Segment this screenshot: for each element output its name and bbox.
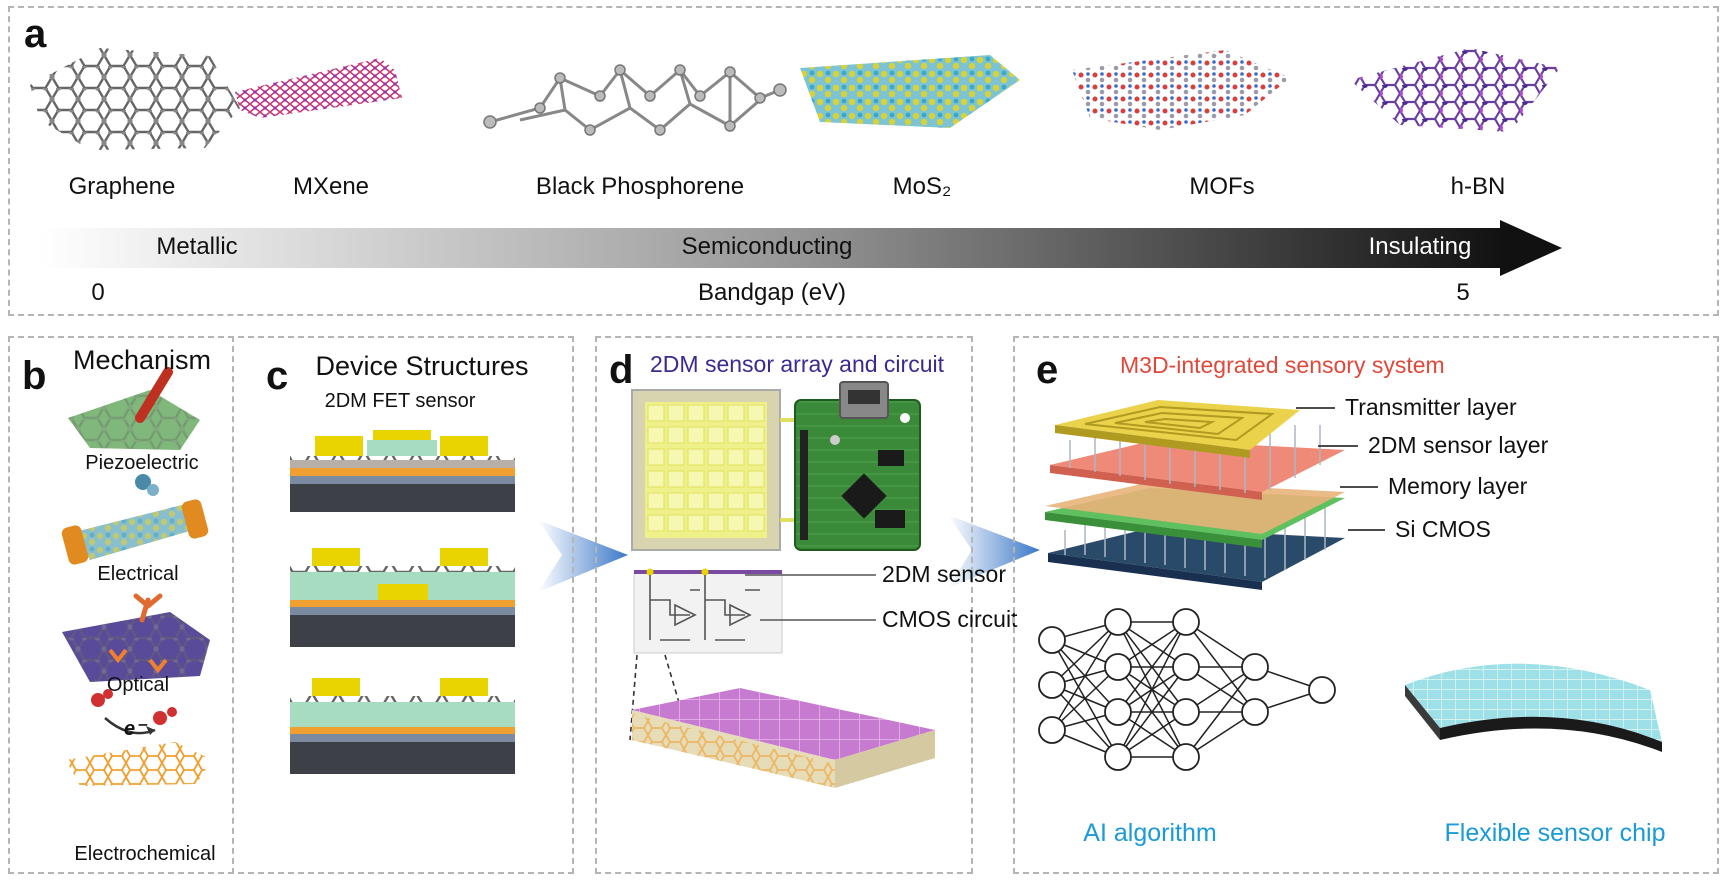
material-label-mxene: MXene [292,173,370,200]
chevron-arrow-c-to-d [538,520,628,592]
axis-title-bandgap: Bandgap (eV) [697,279,847,306]
panel-bc-divider [232,336,234,874]
callout-cmos-circuit: CMOS circuit [882,606,1018,632]
circuit-board [794,381,921,551]
panel-a [8,6,1719,316]
device-structures-title: Device Structures [315,351,529,381]
black-phosphorene-structure-icon [483,64,787,136]
panel-c-label: c [266,354,289,398]
electrochemical-icon [66,689,212,786]
fet-sensor-subtitle: 2DM FET sensor [324,390,476,412]
hbn-structure-icon [1350,48,1560,132]
panel-e [1013,336,1719,874]
caption-flexible-sensor-chip: Flexible sensor chip [1444,819,1666,847]
material-label-black-phosphorene: Black Phosphorene [535,173,745,200]
panel-a-label: a [24,12,47,56]
fet-back-gate-structure [290,678,515,774]
panel-e-title: M3D-integrated sensory system [1120,352,1445,378]
layer-label-memory: Memory layer [1388,473,1528,499]
optical-icon [62,593,210,682]
panel-d-title: 2DM sensor array and circuit [650,351,944,377]
m3d-layer-stack [1045,400,1345,590]
sensor-block-3d [632,688,935,788]
mechanism-label-electrochemical: Electrochemical [74,843,216,865]
callout-2dm-sensor: 2DM sensor [882,561,1006,587]
bandgap-gradient-arrow [40,220,1562,276]
mofs-structure-icon [1072,50,1290,130]
material-label-mos2: MoS₂ [892,173,952,200]
axis-max-label: 5 [1456,279,1470,306]
layer-label-si-cmos: Si CMOS [1395,516,1491,542]
neural-network-icon [1038,608,1336,771]
panel-d [595,336,973,874]
axis-min-label: 0 [91,279,105,306]
layer-label-2dm-sensor: 2DM sensor layer [1368,432,1549,458]
mechanism-label-optical: Optical [106,674,170,696]
gradient-label-semiconducting: Semiconducting [681,233,853,260]
gradient-label-insulating: Insulating [1368,233,1472,260]
cmos-circuit-schematic [629,568,783,741]
mos2-structure-icon [800,55,1020,128]
panel-bc [8,336,574,874]
mxene-structure-icon [235,58,402,118]
material-label-hbn: h-BN [1450,173,1506,200]
mechanism-label-electrical: Electrical [97,563,179,585]
caption-ai-algorithm: AI algorithm [1083,819,1217,847]
panel-b-label: b [22,354,47,398]
piezoelectric-icon [68,367,200,450]
graphene-structure-icon [30,48,240,150]
material-label-graphene: Graphene [68,173,176,200]
flexible-sensor-chip-icon [1405,663,1662,752]
panel-d-label: d [609,348,634,392]
electron-symbol: e⁻ [124,718,146,740]
electrical-icon [61,474,209,565]
mechanism-title: Mechanism [72,345,212,375]
fet-bottom-gate-structure [290,548,515,647]
gradient-label-metallic: Metallic [156,233,238,260]
sensor-array-grid [631,389,800,551]
layer-label-transmitter: Transmitter layer [1345,394,1517,420]
mechanism-label-piezoelectric: Piezoelectric [85,452,199,474]
material-label-mofs: MOFs [1189,173,1255,200]
fet-top-gate-structure [290,430,515,512]
panel-e-label: e [1036,348,1059,392]
